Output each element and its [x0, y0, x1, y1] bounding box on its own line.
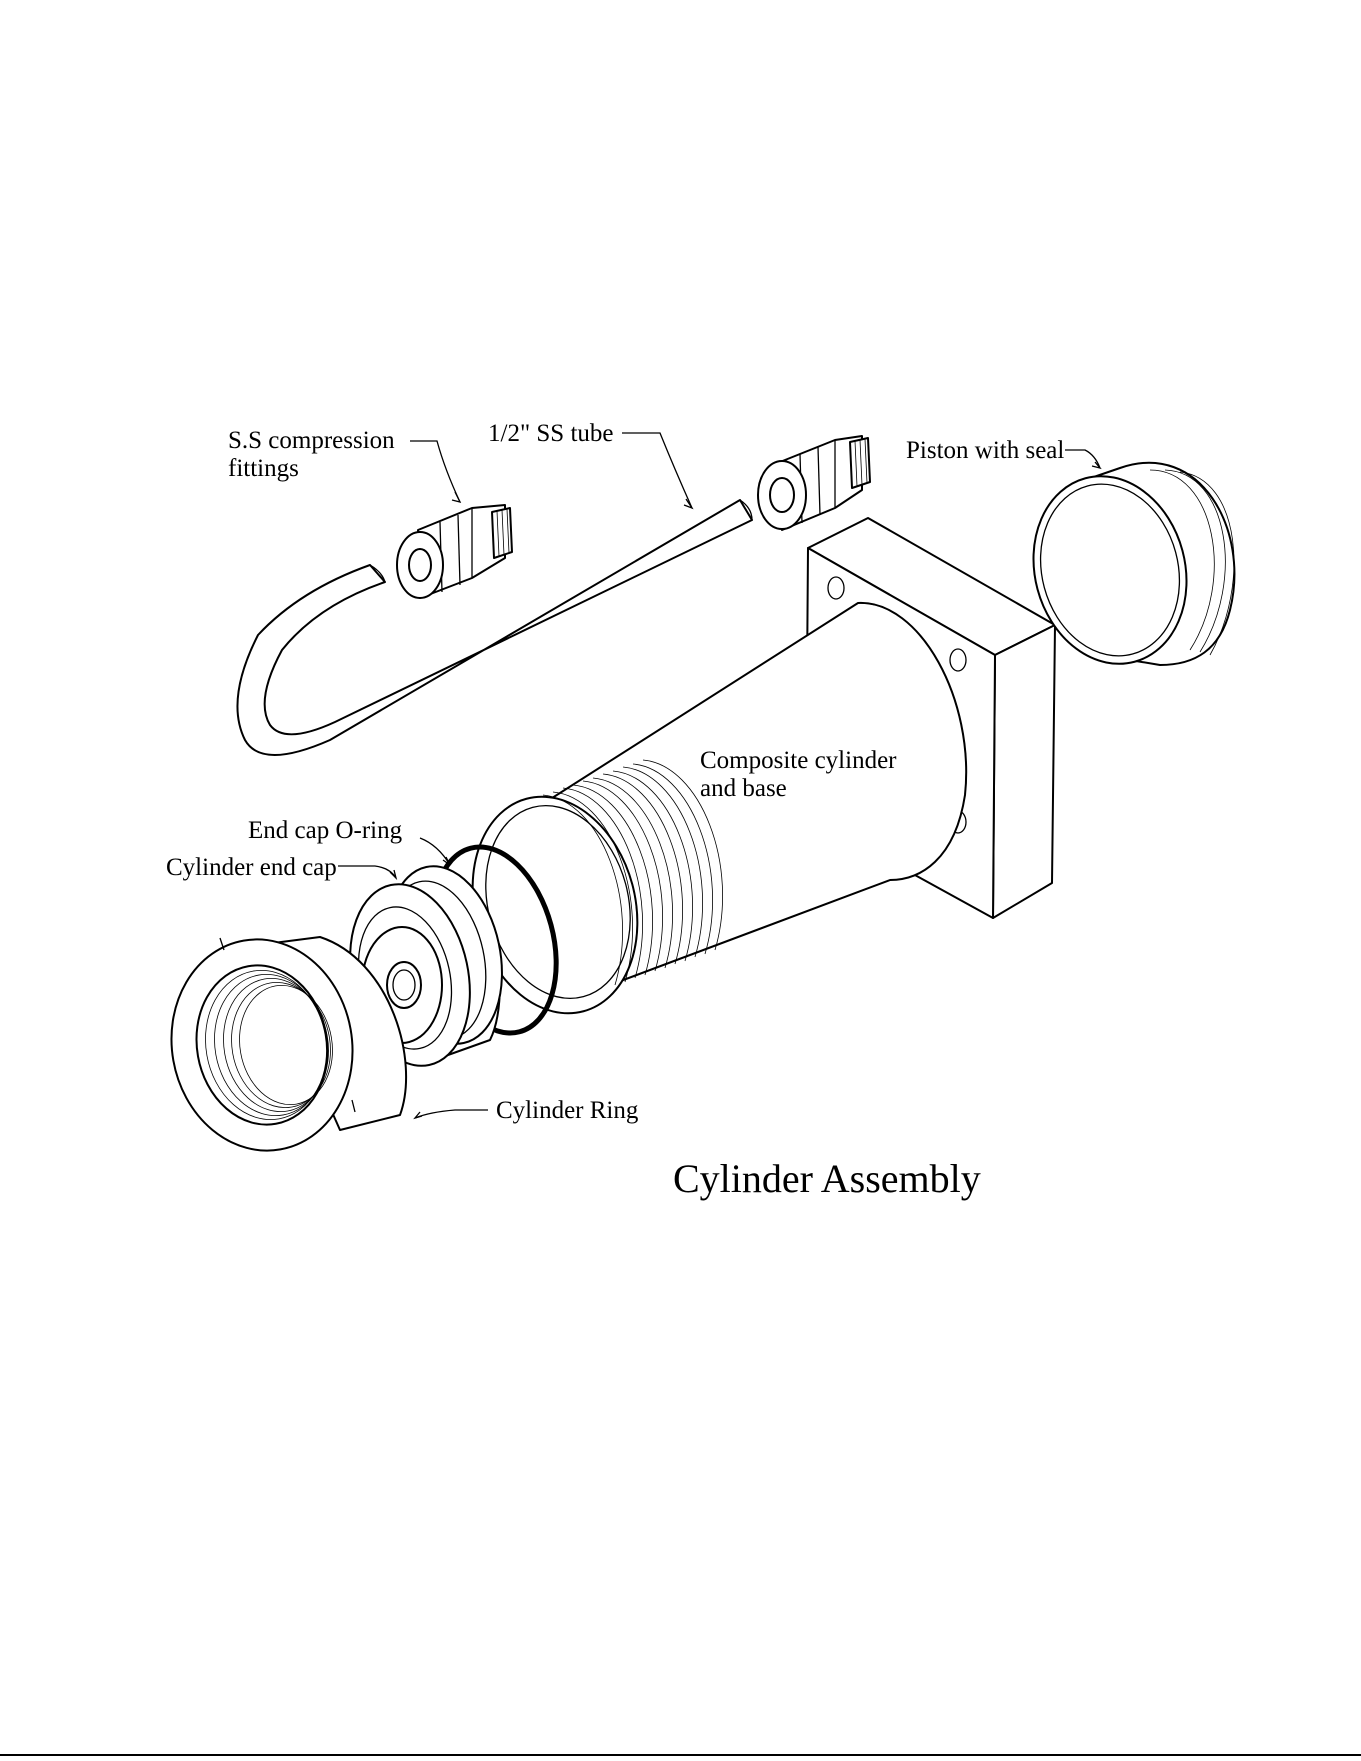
compression-fitting-right	[758, 436, 870, 530]
label-ss-tube: 1/2" SS tube	[488, 420, 614, 447]
label-end-cap: Cylinder end cap	[166, 854, 337, 881]
label-piston: Piston with seal	[906, 437, 1064, 464]
label-oring: End cap O-ring	[248, 817, 403, 844]
drawing-title: Cylinder Assembly	[673, 1156, 981, 1201]
bottom-rule	[0, 1754, 1361, 1756]
label-cylinder-line1: Composite cylinder	[700, 747, 897, 774]
label-compression-fittings-line1: S.S compression	[228, 427, 395, 454]
label-ring: Cylinder Ring	[496, 1097, 639, 1124]
label-cylinder-line2: and base	[700, 775, 787, 802]
composite-cylinder	[449, 603, 966, 1032]
label-compression-fittings-line2: fittings	[228, 455, 299, 482]
compression-fitting-left	[397, 505, 512, 598]
